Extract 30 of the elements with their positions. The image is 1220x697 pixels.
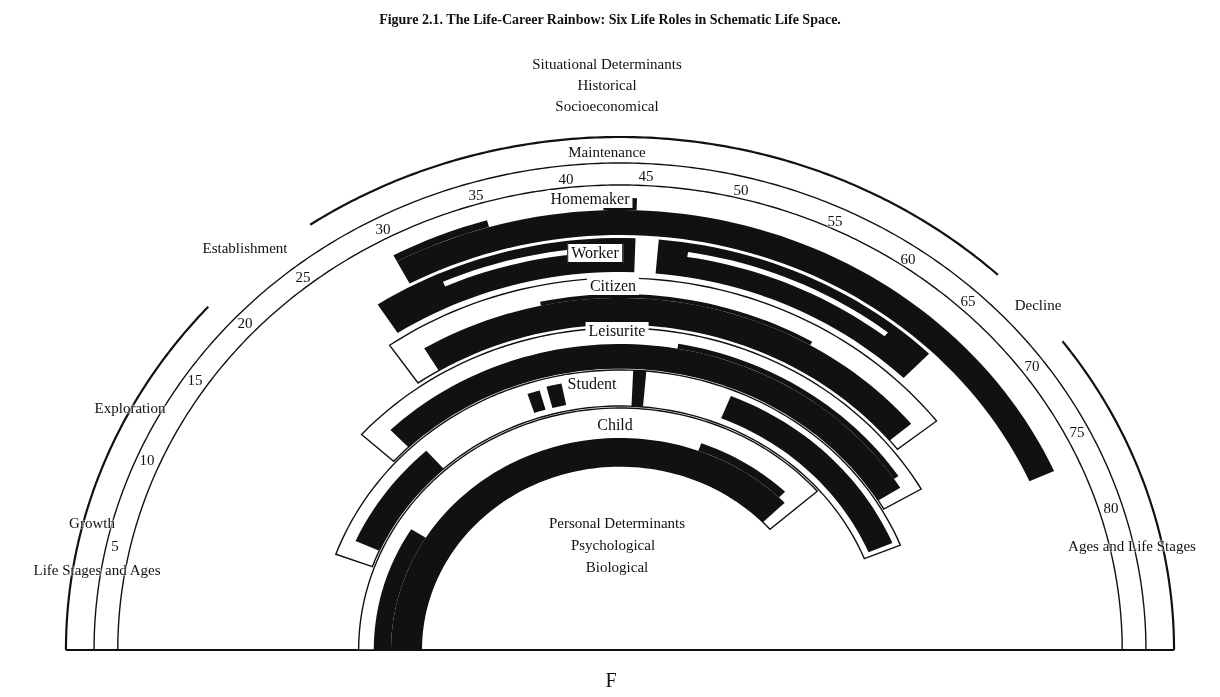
context-label: Personal Determinants bbox=[548, 515, 686, 531]
age-number: 70 bbox=[1024, 358, 1040, 374]
context-label: Socioeconomical bbox=[555, 98, 659, 114]
age-number: 25 bbox=[295, 269, 311, 285]
age-number: 75 bbox=[1069, 424, 1085, 440]
role-label: Homemaker bbox=[547, 190, 633, 208]
age-number: 40 bbox=[558, 171, 574, 187]
context-label: Historical bbox=[577, 77, 637, 93]
context-label: Biological bbox=[585, 559, 649, 575]
stage-label: Establishment bbox=[202, 240, 288, 256]
role-label: Worker bbox=[567, 243, 623, 263]
age-number: 80 bbox=[1103, 500, 1119, 516]
age-number: 65 bbox=[960, 293, 976, 309]
figure-title: Figure 2.1. The Life-Career Rainbow: Six Life Roles in Schematic Life Space. bbox=[379, 12, 841, 28]
stage-label: Decline bbox=[1014, 297, 1062, 313]
context-label: Psychological bbox=[570, 537, 656, 553]
context-label: Situational Determinants bbox=[532, 56, 682, 72]
page-mark: F bbox=[605, 670, 617, 690]
age-number: 60 bbox=[900, 251, 916, 267]
stage-label: Maintenance bbox=[568, 144, 646, 160]
age-number: 35 bbox=[468, 187, 484, 203]
age-number: 5 bbox=[111, 538, 119, 554]
age-number: 30 bbox=[375, 221, 391, 237]
age-number: 55 bbox=[827, 213, 843, 229]
role-label: Citizen bbox=[586, 277, 640, 295]
age-number: 50 bbox=[733, 182, 749, 198]
age-number: 10 bbox=[139, 452, 155, 468]
age-number: 15 bbox=[187, 372, 203, 388]
age-number: 45 bbox=[638, 168, 654, 184]
age-number: 20 bbox=[237, 315, 253, 331]
